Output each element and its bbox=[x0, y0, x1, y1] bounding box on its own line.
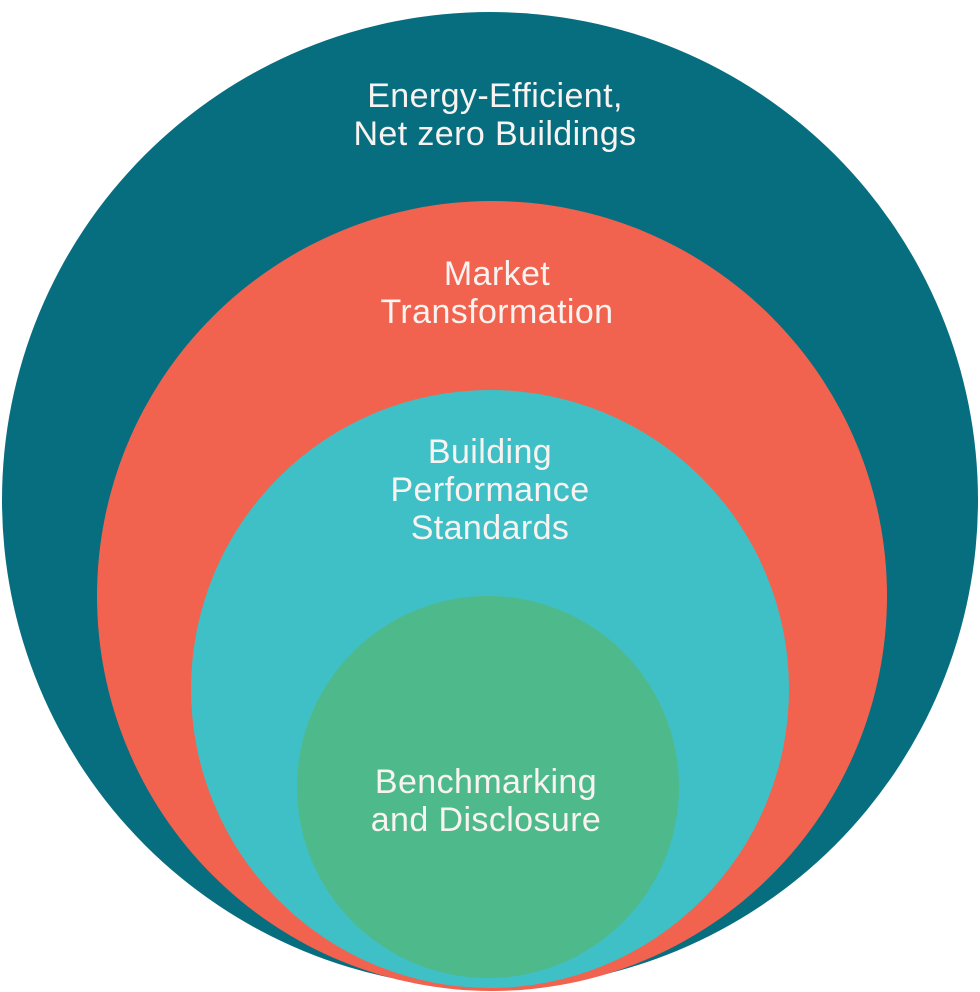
label-line: Standards bbox=[410, 509, 570, 547]
label-line: Net zero Buildings bbox=[353, 115, 637, 153]
label-benchmarking-and-disclosure: Benchmarking and Disclosure bbox=[371, 763, 602, 839]
label-line: Market bbox=[443, 255, 551, 293]
label-line: and Disclosure bbox=[370, 801, 602, 839]
label-line: Performance bbox=[390, 471, 590, 509]
label-line: Building bbox=[427, 433, 553, 471]
label-line: Benchmarking bbox=[374, 763, 598, 801]
label-line: Energy-Efficient, bbox=[367, 77, 623, 115]
label-building-performance-standards: Building Performance Standards bbox=[390, 433, 589, 547]
circle-benchmarking-and-disclosure bbox=[297, 596, 679, 978]
label-market-transformation: Market Transformation bbox=[381, 255, 614, 331]
label-line: Transformation bbox=[380, 293, 614, 331]
label-energy-efficient-net-zero-buildings: Energy-Efficient, Net zero Buildings bbox=[353, 77, 636, 153]
